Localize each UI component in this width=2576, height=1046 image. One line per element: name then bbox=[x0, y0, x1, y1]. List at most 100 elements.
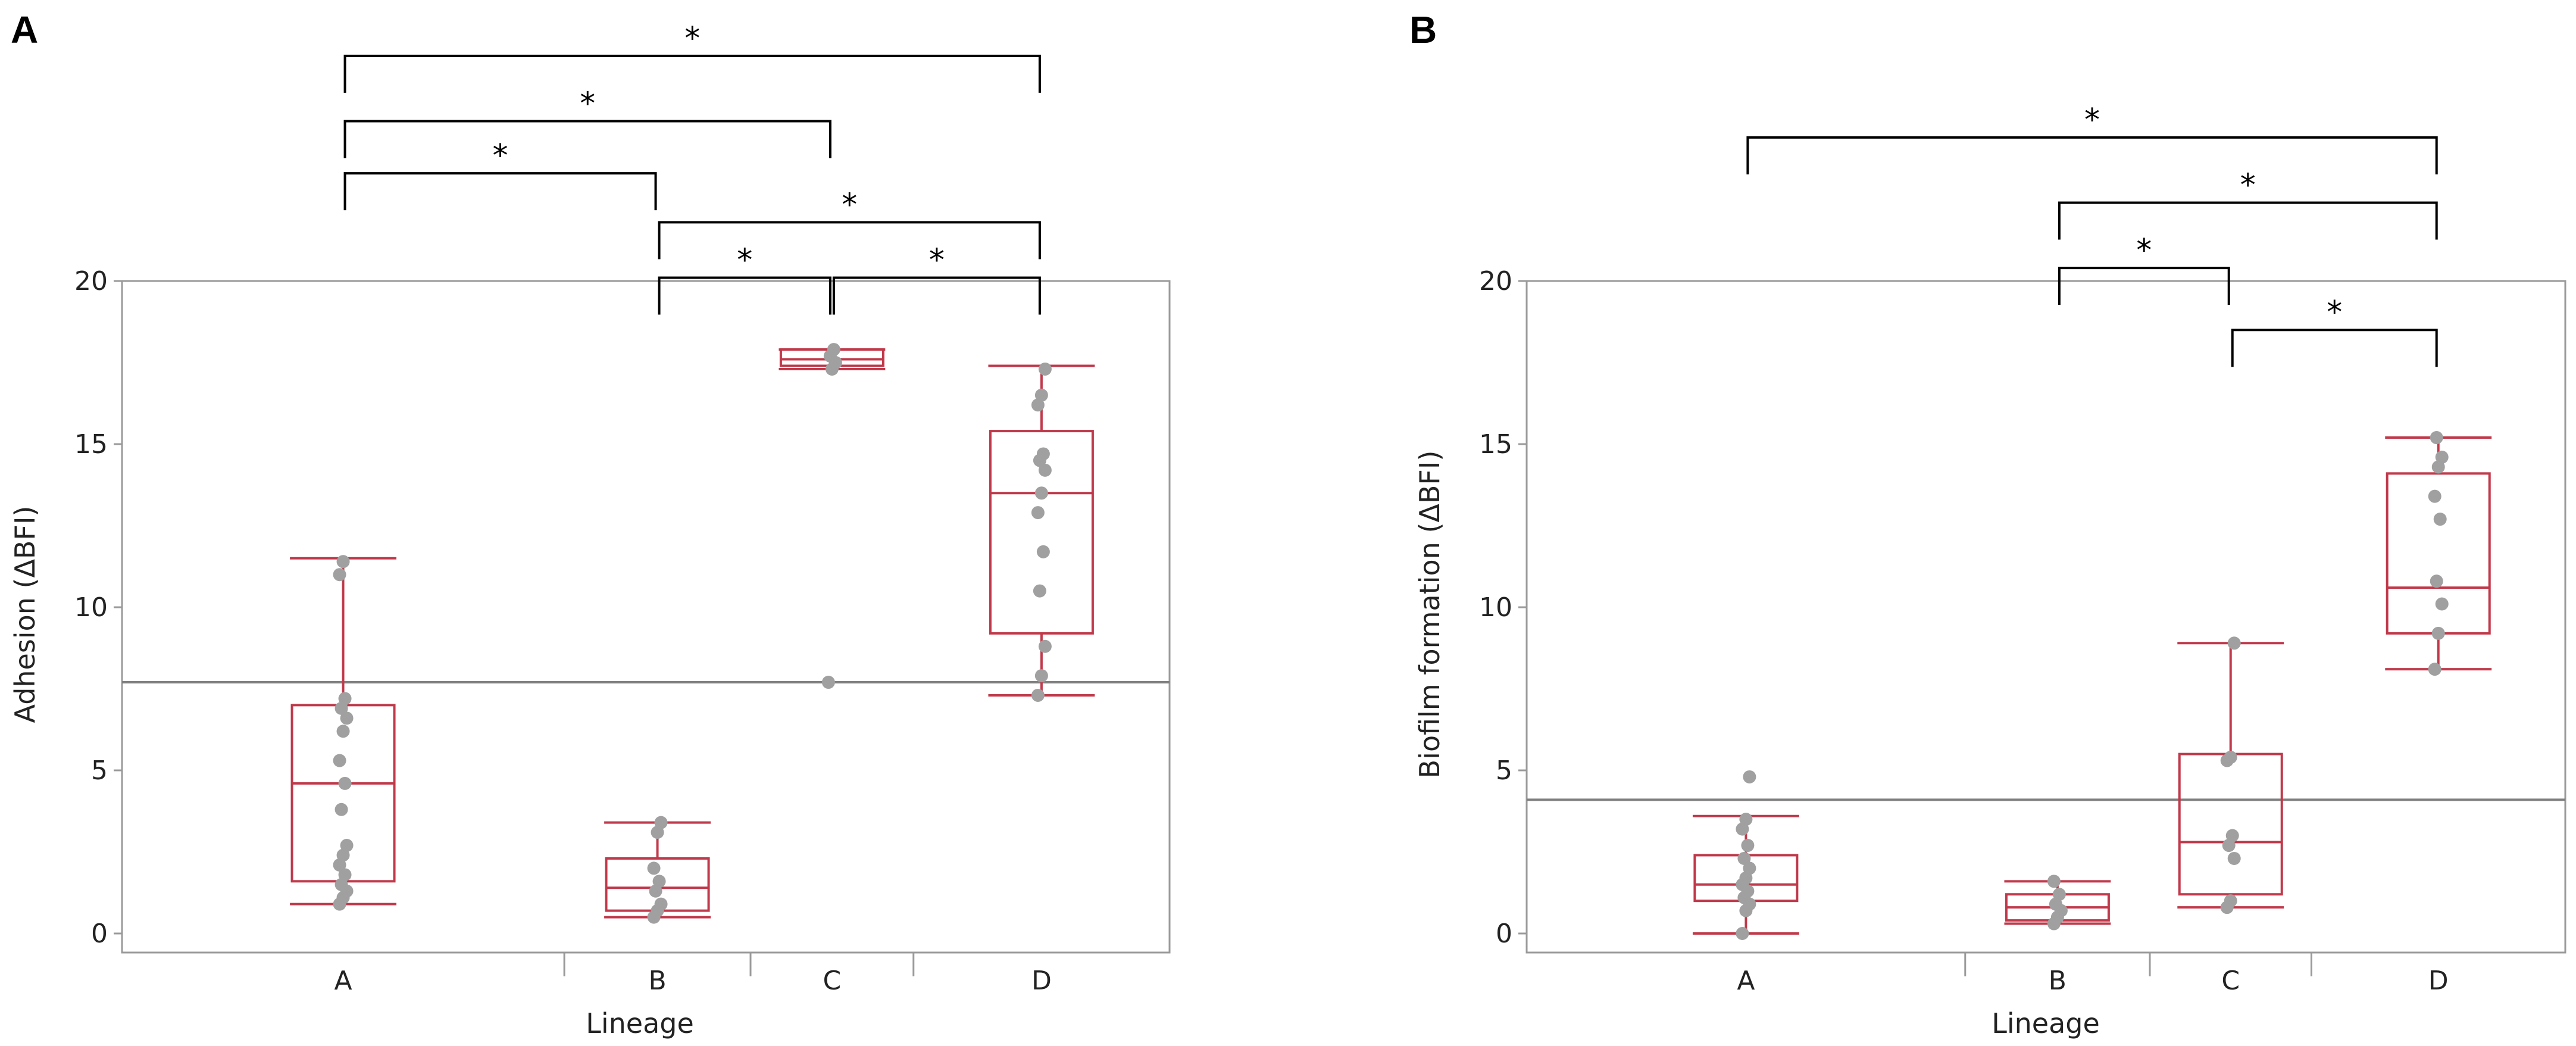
y-tick-label: 15 bbox=[74, 429, 108, 460]
panel-label: A bbox=[11, 8, 38, 51]
x-tick-label: D bbox=[2428, 966, 2449, 996]
data-point bbox=[1034, 669, 1048, 683]
bracket-line bbox=[1746, 136, 2438, 174]
data-point bbox=[647, 861, 661, 875]
y-tick-label: 0 bbox=[91, 919, 108, 949]
y-tick-label: 10 bbox=[74, 592, 108, 623]
significance-star: * bbox=[2136, 233, 2152, 268]
data-point bbox=[333, 568, 346, 582]
significance-bracket: * bbox=[2058, 233, 2230, 305]
y-tick-label: 20 bbox=[74, 266, 108, 296]
data-point bbox=[1038, 362, 1052, 376]
data-point bbox=[1034, 486, 1048, 500]
x-tick-label: A bbox=[334, 966, 352, 996]
significance-star: * bbox=[2327, 295, 2342, 330]
data-point bbox=[1034, 388, 1048, 402]
plot-frame bbox=[121, 280, 1171, 954]
data-point bbox=[2430, 431, 2443, 445]
data-point bbox=[2435, 450, 2449, 464]
data-point bbox=[1036, 447, 1050, 461]
x-tick-label: C bbox=[823, 966, 842, 996]
significance-bracket: * bbox=[2058, 167, 2438, 240]
data-point bbox=[1743, 861, 1756, 875]
bracket-line bbox=[343, 54, 1041, 93]
data-point bbox=[2435, 597, 2449, 611]
data-point bbox=[1038, 639, 1052, 653]
significance-star: * bbox=[684, 21, 700, 57]
significance-bracket: * bbox=[832, 243, 1041, 315]
data-point bbox=[2428, 489, 2441, 503]
significance-star: * bbox=[929, 243, 945, 279]
data-point bbox=[1031, 506, 1045, 520]
data-point bbox=[1741, 839, 1755, 853]
data-point bbox=[654, 816, 668, 829]
data-point bbox=[338, 776, 352, 790]
data-point bbox=[2227, 851, 2241, 865]
data-point bbox=[2227, 636, 2241, 650]
box-iqr bbox=[2178, 753, 2283, 896]
bracket-line bbox=[658, 221, 1041, 260]
bracket-line bbox=[658, 276, 831, 315]
y-axis-title: Biofilm formation (ΔBFI) bbox=[1414, 451, 1446, 779]
data-point bbox=[1033, 584, 1046, 598]
data-point bbox=[336, 555, 350, 569]
y-tick-label: 5 bbox=[91, 755, 108, 786]
bracket-line bbox=[2058, 267, 2230, 305]
data-point bbox=[2433, 513, 2447, 526]
y-tick-label: 20 bbox=[1479, 266, 1512, 296]
data-point bbox=[2052, 888, 2066, 901]
data-point bbox=[652, 875, 666, 888]
significance-star: * bbox=[493, 138, 508, 174]
significance-bracket: * bbox=[658, 243, 831, 315]
box-iqr bbox=[989, 430, 1094, 635]
panel-label: B bbox=[1409, 8, 1437, 51]
data-point bbox=[1038, 463, 1052, 477]
significance-star: * bbox=[2240, 167, 2256, 203]
significance-bracket: * bbox=[1746, 102, 2438, 174]
significance-star: * bbox=[842, 187, 857, 223]
data-point bbox=[1743, 770, 1756, 783]
data-point bbox=[1739, 813, 1753, 826]
data-point bbox=[2430, 574, 2443, 588]
data-point bbox=[827, 343, 840, 357]
plot-frame bbox=[1525, 280, 2566, 954]
significance-star: * bbox=[2084, 102, 2100, 138]
significance-bracket: * bbox=[658, 187, 1041, 260]
x-tick-label: D bbox=[1031, 966, 1052, 996]
significance-bracket: * bbox=[343, 138, 657, 211]
data-point bbox=[333, 754, 346, 767]
bracket-line bbox=[343, 172, 657, 211]
data-point bbox=[1031, 688, 1045, 702]
data-point bbox=[2428, 663, 2441, 676]
y-axis-title: Adhesion (ΔBFI) bbox=[9, 506, 41, 723]
x-tick-label: A bbox=[1737, 966, 1755, 996]
data-point bbox=[340, 839, 354, 853]
data-point bbox=[654, 897, 668, 911]
y-tick-label: 5 bbox=[1496, 755, 1512, 786]
significance-star: * bbox=[580, 86, 595, 121]
data-point bbox=[2224, 894, 2237, 908]
x-axis-title: Lineage bbox=[1992, 1007, 2100, 1039]
significance-bracket: * bbox=[343, 21, 1041, 93]
data-point bbox=[1737, 851, 1751, 865]
y-tick-label: 0 bbox=[1496, 919, 1512, 949]
x-axis-title: Lineage bbox=[586, 1007, 694, 1039]
y-tick-label: 15 bbox=[1479, 429, 1512, 460]
panel-b: B Lineage Biofilm formation (ΔBFI) 05101… bbox=[1409, 8, 2566, 1039]
data-point bbox=[2225, 829, 2239, 842]
data-point bbox=[334, 803, 348, 816]
data-point bbox=[1036, 545, 1050, 558]
x-tick-label: B bbox=[2049, 966, 2067, 996]
data-point bbox=[2047, 875, 2061, 888]
bracket-line bbox=[343, 120, 831, 158]
bracket-line bbox=[2231, 329, 2438, 367]
data-point bbox=[338, 868, 352, 882]
data-point bbox=[336, 725, 350, 738]
box-c bbox=[2177, 642, 2284, 909]
bracket-line bbox=[2058, 201, 2438, 240]
data-point bbox=[1736, 927, 1749, 940]
data-point bbox=[2224, 751, 2237, 764]
data-point bbox=[340, 711, 354, 725]
